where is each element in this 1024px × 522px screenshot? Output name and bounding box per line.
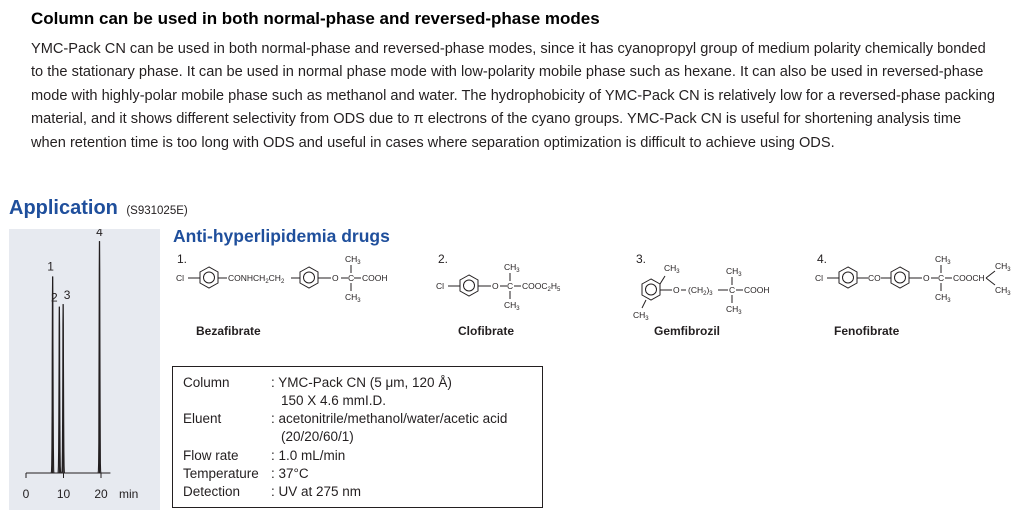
svg-text:C: C (729, 285, 735, 295)
condition-label: Flow rate (183, 448, 239, 463)
svg-text:CH3: CH3 (345, 292, 361, 304)
chlorine-label: Cl (176, 273, 184, 283)
compounds-title: Anti-hyperlipidemia drugs (173, 226, 390, 246)
application-title: Application (9, 197, 118, 219)
chromatogram-trace (26, 241, 111, 474)
condition-label: Eluent (183, 411, 222, 426)
svg-text:CH3: CH3 (664, 263, 680, 275)
gemfibrozil-structure (641, 275, 743, 309)
svg-text:CH3: CH3 (504, 300, 520, 312)
svg-text:COOH: COOH (362, 273, 388, 283)
svg-text:Cl: Cl (436, 281, 444, 291)
section-title: Column can be used in both normal-phase … (31, 9, 600, 28)
application-code: (S931025E) (126, 205, 188, 217)
svg-text:CH3: CH3 (935, 254, 951, 266)
compound-number: 2. (438, 252, 449, 266)
svg-text:CH3: CH3 (726, 304, 742, 316)
svg-text:CH3: CH3 (726, 266, 742, 278)
condition-value: : 37°C (271, 466, 309, 481)
condition-value: : YMC-Pack CN (5 μm, 120 Å) (271, 375, 452, 390)
bezafibrate-structure (188, 265, 361, 291)
svg-text:CH3: CH3 (935, 292, 951, 304)
compound-number: 3. (636, 252, 647, 266)
condition-label: Detection (183, 484, 241, 499)
x-tick-label: 20 (94, 487, 108, 501)
svg-text:C: C (348, 273, 354, 283)
svg-text:COOH: COOH (744, 285, 770, 295)
svg-text:C: C (507, 281, 513, 291)
x-tick-label: 0 (23, 487, 30, 501)
clofibrate-structure (448, 273, 521, 299)
x-axis-unit: min (119, 487, 138, 501)
application-heading: Application (S931025E) (9, 197, 188, 220)
svg-text:COOC2H5: COOC2H5 (522, 281, 561, 293)
compound-number: 4. (817, 252, 828, 266)
x-tick-label: 10 (57, 487, 71, 501)
svg-text:Cl: Cl (176, 273, 184, 283)
conditions-table: Column : YMC-Pack CN (5 μm, 120 Å) 150 X… (172, 366, 543, 508)
condition-value: 150 X 4.6 mmI.D. (281, 393, 387, 408)
condition-value: : UV at 275 nm (271, 484, 362, 499)
compound-name-clofibrate: Clofibrate (458, 324, 515, 338)
condition-value: : acetonitrile/methanol/water/acetic aci… (271, 411, 508, 426)
condition-label: Column (183, 375, 230, 390)
compound-name-bezafibrate: Bezafibrate (196, 324, 261, 338)
svg-text:(CH2)3: (CH2)3 (688, 285, 713, 297)
svg-text:CO: CO (868, 273, 881, 283)
condition-value: (20/20/60/1) (281, 429, 354, 444)
svg-text:C: C (938, 273, 944, 283)
compound-number: 1. (177, 252, 188, 266)
peak-label: 1 (47, 259, 54, 273)
svg-text:O: O (332, 273, 339, 283)
compound-name-gemfibrozil: Gemfibrozil (654, 324, 721, 338)
condition-value: : 1.0 mL/min (271, 448, 346, 463)
peak-label: 4 (96, 229, 103, 239)
svg-text:CONHCH2CH2: CONHCH2CH2 (228, 273, 285, 285)
peak-label: 2 (51, 291, 58, 305)
svg-text:CH3: CH3 (345, 254, 361, 266)
svg-text:CH3: CH3 (995, 285, 1011, 297)
svg-text:CH3: CH3 (995, 261, 1011, 273)
intro-paragraph: YMC-Pack CN can be used in both normal-p… (31, 41, 995, 151)
svg-text:CH3: CH3 (633, 310, 649, 322)
svg-text:O: O (492, 281, 499, 291)
condition-label: Temperature (183, 466, 259, 481)
svg-text:CH3: CH3 (504, 262, 520, 274)
compound-name-fenofibrate: Fenofibrate (834, 324, 900, 338)
svg-text:O: O (923, 273, 930, 283)
svg-text:Cl: Cl (815, 273, 823, 283)
svg-text:COOCH: COOCH (953, 273, 985, 283)
svg-text:O: O (673, 285, 680, 295)
fenofibrate-structure (827, 265, 996, 291)
peak-label: 3 (64, 288, 71, 302)
